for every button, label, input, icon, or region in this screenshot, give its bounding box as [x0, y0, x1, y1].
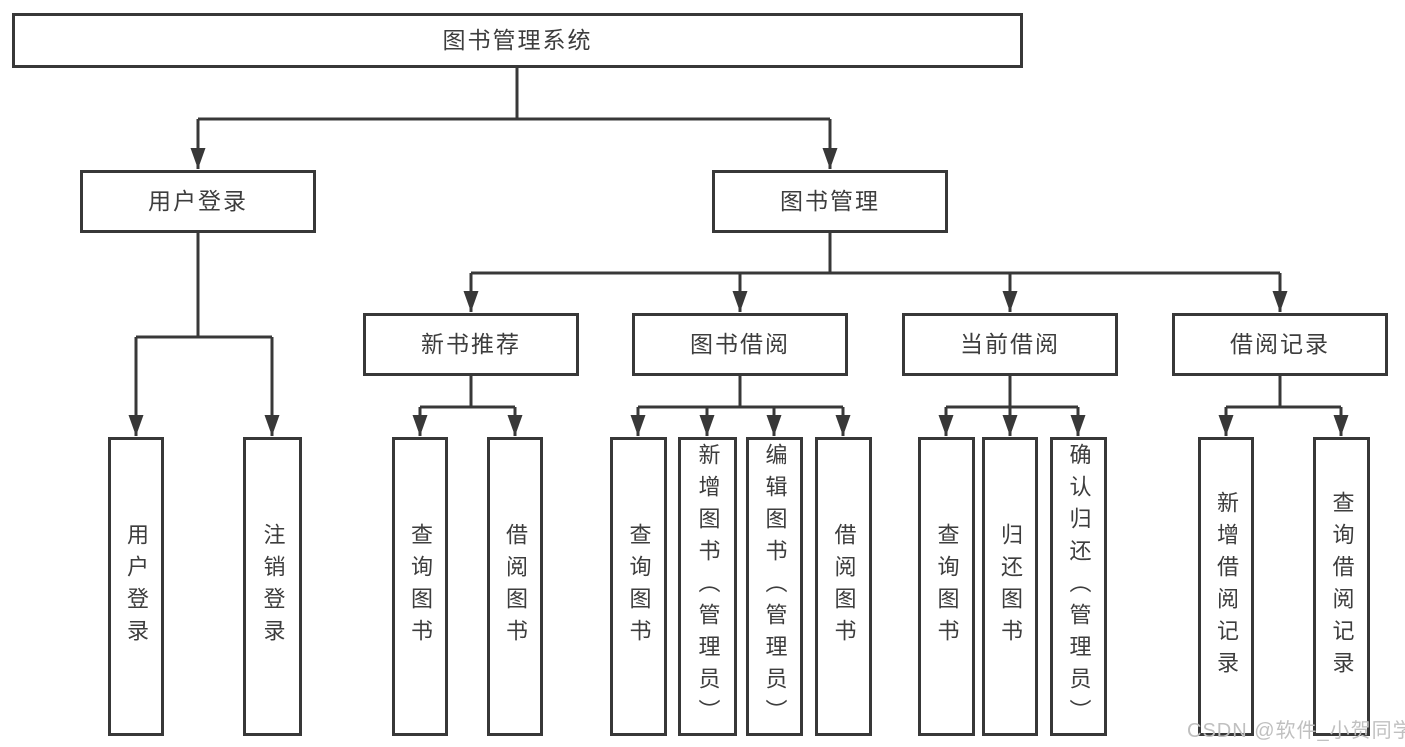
- node-label: 借阅记录: [1230, 331, 1330, 357]
- node-label: 确认归还（管理员）: [1066, 442, 1092, 731]
- node-book-management: 图书管理: [712, 170, 948, 233]
- csdn-watermark: CSDN @软件_小贺同学: [1187, 720, 1405, 742]
- node-user-login-leaf: 用户登录: [108, 437, 164, 736]
- node-query-borrow-record: 查询借阅记录: [1313, 437, 1370, 736]
- node-logout: 注销登录: [243, 437, 302, 736]
- node-label: 用户登录: [148, 188, 248, 214]
- node-label: 图书借阅: [690, 331, 790, 357]
- node-borrow-book: 借阅图书: [815, 437, 872, 736]
- node-label: 查询图书: [408, 522, 433, 651]
- node-label: 用户登录: [124, 522, 149, 651]
- node-query-book-borrow: 查询图书: [610, 437, 667, 736]
- node-return-book: 归还图书: [982, 437, 1038, 736]
- node-label: 图书管理: [780, 188, 880, 214]
- node-root-system: 图书管理系统: [12, 13, 1023, 68]
- node-label: 新增图书（管理员）: [695, 442, 721, 731]
- node-confirm-return-admin: 确认归还（管理员）: [1050, 437, 1107, 736]
- node-book-borrow: 图书借阅: [632, 313, 848, 376]
- node-borrow-book-recommend: 借阅图书: [487, 437, 543, 736]
- node-query-book-recommend: 查询图书: [392, 437, 448, 736]
- node-label: 归还图书: [998, 522, 1023, 651]
- node-label: 新书推荐: [421, 331, 521, 357]
- node-user-login: 用户登录: [80, 170, 316, 233]
- node-current-borrow: 当前借阅: [902, 313, 1118, 376]
- node-label: 注销登录: [260, 522, 286, 651]
- node-borrow-records: 借阅记录: [1172, 313, 1388, 376]
- node-new-book-recommend: 新书推荐: [363, 313, 579, 376]
- node-label: 借阅图书: [831, 522, 857, 651]
- node-add-borrow-record: 新增借阅记录: [1198, 437, 1254, 736]
- node-add-book-admin: 新增图书（管理员）: [678, 437, 737, 736]
- node-label: 当前借阅: [960, 331, 1060, 357]
- node-label: 新增借阅记录: [1214, 490, 1239, 683]
- node-label: 编辑图书（管理员）: [762, 442, 788, 731]
- node-label: 借阅图书: [503, 522, 528, 651]
- node-edit-book-admin: 编辑图书（管理员）: [746, 437, 803, 736]
- node-label: 查询借阅记录: [1329, 490, 1355, 683]
- node-label: 查询图书: [934, 522, 960, 651]
- node-label: 图书管理系统: [442, 27, 593, 53]
- node-query-book-current: 查询图书: [918, 437, 975, 736]
- node-label: 查询图书: [626, 522, 652, 651]
